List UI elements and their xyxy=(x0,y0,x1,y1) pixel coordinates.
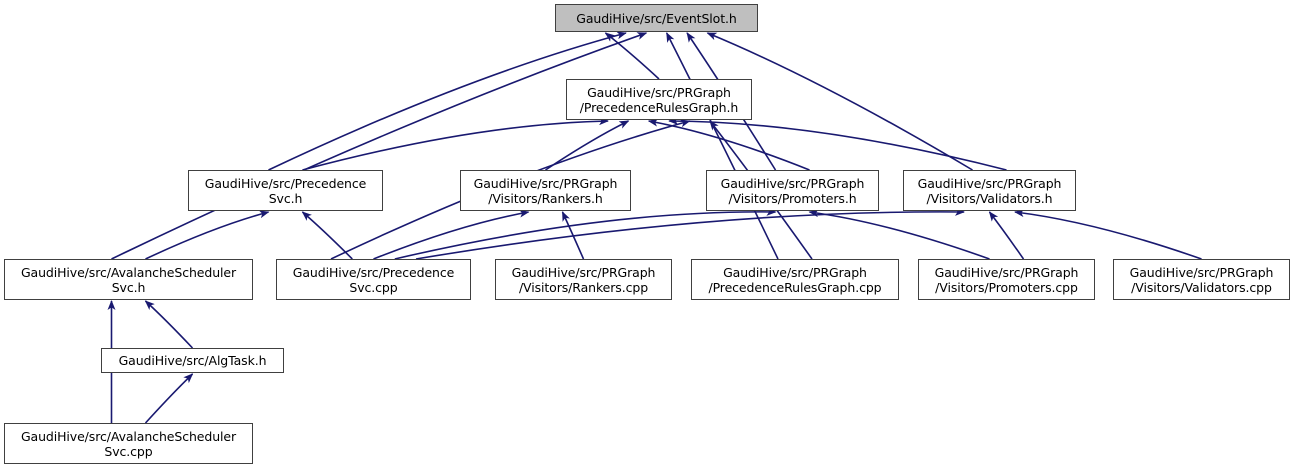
graph-node-label: GaudiHive/src/PRGraph /Visitors/Promoter… xyxy=(934,264,1079,295)
graph-node-eventslot-h[interactable]: GaudiHive/src/EventSlot.h xyxy=(555,4,758,32)
graph-node-label: GaudiHive/src/PRGraph /PrecedenceRulesGr… xyxy=(579,84,739,115)
graph-node-label: GaudiHive/src/PRGraph /PrecedenceRulesGr… xyxy=(708,264,882,295)
graph-node-rankers-cpp[interactable]: GaudiHive/src/PRGraph /Visitors/Rankers.… xyxy=(495,259,672,300)
graph-node-label: GaudiHive/src/AvalancheScheduler Svc.h xyxy=(20,264,237,295)
graph-node-promoters-cpp[interactable]: GaudiHive/src/PRGraph /Visitors/Promoter… xyxy=(918,259,1095,300)
graph-node-label: GaudiHive/src/Precedence Svc.h xyxy=(204,175,367,206)
graph-node-label: GaudiHive/src/PRGraph /Visitors/Rankers.… xyxy=(511,264,656,295)
graph-edge xyxy=(111,32,648,260)
graph-edge xyxy=(647,118,810,171)
graph-edge xyxy=(301,211,353,260)
graph-node-precedencesvc-h[interactable]: GaudiHive/src/Precedence Svc.h xyxy=(188,170,383,211)
graph-edge xyxy=(144,300,194,349)
graph-node-label: GaudiHive/src/AlgTask.h xyxy=(118,353,267,368)
graph-edge xyxy=(394,207,777,260)
graph-node-label: GaudiHive/src/AvalancheScheduler Svc.cpp xyxy=(20,428,237,459)
graph-node-avalanchescheduler-cpp[interactable]: GaudiHive/src/AvalancheScheduler Svc.cpp xyxy=(4,423,253,464)
graph-edge xyxy=(302,117,609,171)
graph-edge xyxy=(545,120,630,171)
graph-edge xyxy=(988,211,1025,260)
graph-edge xyxy=(373,209,530,260)
graph-node-validators-cpp[interactable]: GaudiHive/src/PRGraph /Visitors/Validato… xyxy=(1113,259,1290,300)
graph-edge xyxy=(1014,209,1202,260)
graph-node-rankers-h[interactable]: GaudiHive/src/PRGraph /Visitors/Rankers.… xyxy=(460,170,631,211)
graph-edge xyxy=(144,373,194,424)
graph-node-avalanchescheduler-h[interactable]: GaudiHive/src/AvalancheScheduler Svc.h xyxy=(4,259,253,300)
graph-node-promoters-h[interactable]: GaudiHive/src/PRGraph /Visitors/Promoter… xyxy=(706,170,879,211)
graph-node-algtask-h[interactable]: GaudiHive/src/AlgTask.h xyxy=(101,348,284,373)
graph-edge xyxy=(415,207,965,260)
graph-node-label: GaudiHive/src/PRGraph /Visitors/Promoter… xyxy=(720,175,865,206)
graph-node-label: GaudiHive/src/PRGraph /Visitors/Rankers.… xyxy=(473,175,618,206)
graph-edge xyxy=(668,117,1007,171)
graph-node-label: GaudiHive/src/Precedence Svc.cpp xyxy=(292,264,455,295)
graph-node-validators-h[interactable]: GaudiHive/src/PRGraph /Visitors/Validato… xyxy=(903,170,1076,211)
graph-edge xyxy=(604,32,660,80)
graph-node-prg-cpp[interactable]: GaudiHive/src/PRGraph /PrecedenceRulesGr… xyxy=(691,259,899,300)
graph-node-label: GaudiHive/src/EventSlot.h xyxy=(576,10,737,26)
graph-edge xyxy=(561,211,585,260)
graph-node-precedencerulesgraph-h[interactable]: GaudiHive/src/PRGraph /PrecedenceRulesGr… xyxy=(566,79,752,120)
graph-edge xyxy=(808,209,990,260)
graph-edge xyxy=(145,210,270,260)
graph-node-precedencesvc-cpp[interactable]: GaudiHive/src/Precedence Svc.cpp xyxy=(276,259,471,300)
graph-edge xyxy=(665,32,779,260)
graph-node-label: GaudiHive/src/PRGraph /Visitors/Validato… xyxy=(917,175,1062,206)
graph-node-label: GaudiHive/src/PRGraph /Visitors/Validato… xyxy=(1129,264,1274,295)
